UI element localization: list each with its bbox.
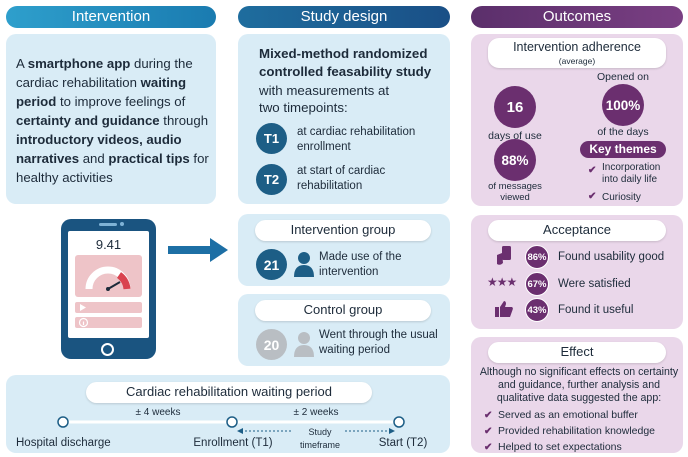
person-icon — [294, 332, 314, 357]
opened-on-sub: of the days — [597, 126, 649, 138]
acceptance-value: 67% — [525, 272, 549, 296]
tip-bar — [75, 317, 142, 328]
phone-speaker — [99, 223, 117, 226]
days-of-use-value: 16 — [494, 86, 536, 128]
acceptance-value: 86% — [525, 245, 549, 269]
intervention-description: A smartphone app during the cardiac reha… — [16, 54, 212, 187]
opened-on-label: Opened on — [597, 71, 649, 83]
effect-description: Although no significant effects on certa… — [479, 366, 679, 404]
timeline-weeks-1: ± 4 weeks — [135, 407, 181, 418]
play-icon — [80, 304, 86, 311]
intervention-group-count: 21 — [256, 249, 287, 280]
check-icon: ✔ — [484, 442, 493, 453]
effect-item: Served as an emotional buffer — [498, 409, 638, 421]
gauge-card — [75, 255, 142, 297]
info-icon — [78, 317, 89, 328]
arrow-right-icon — [168, 238, 228, 262]
smartphone-illustration: 9.41 — [61, 219, 156, 359]
opened-on-value: 100% — [602, 84, 644, 126]
check-icon: ✔ — [588, 191, 597, 202]
acceptance-title: Acceptance — [488, 220, 666, 241]
timeline-point-start: Start (T2) — [378, 437, 428, 449]
control-group-title: Control group — [255, 300, 431, 321]
acceptance-value: 43% — [525, 298, 549, 322]
timeline-title: Cardiac rehabilitation waiting period — [86, 382, 372, 403]
messages-viewed-label: of messages viewed — [488, 181, 542, 203]
thumbs-up-icon — [495, 301, 513, 317]
intervention-text-part: for healthy activities — [16, 151, 209, 185]
intervention-group-title: Intervention group — [255, 220, 431, 241]
control-group-description: Went through the usual waiting period — [319, 329, 438, 356]
check-icon: ✔ — [588, 165, 597, 176]
intervention-text-part: to improve feelings of — [56, 94, 186, 109]
timeline-point-discharge: Hospital discharge — [16, 437, 111, 449]
study-design-subtitle: with measurements at two timepoints: — [259, 83, 390, 115]
phone-camera — [120, 222, 124, 226]
key-themes-pill: Key themes — [580, 141, 666, 158]
acceptance-label: Found usability good — [558, 251, 665, 263]
days-of-use-label: days of use — [488, 130, 542, 142]
intervention-text-part: during the cardiac rehabilitation — [16, 56, 193, 90]
timeline-line — [57, 416, 405, 434]
intervention-text-bold: waiting period — [16, 75, 187, 109]
check-icon: ✔ — [484, 410, 493, 421]
t1-badge: T1 — [256, 123, 287, 154]
intervention-panel — [6, 34, 216, 204]
intervention-group-description: Made use of the intervention — [319, 251, 402, 278]
intervention-text-bold: practical tips — [108, 151, 190, 166]
person-icon — [294, 252, 314, 277]
study-design-header: Study design — [238, 6, 450, 28]
t1-description: at cardiac rehabilitation enrollment — [297, 126, 416, 153]
phone-home-button — [101, 343, 114, 356]
outcomes-header: Outcomes — [471, 6, 683, 28]
check-icon: ✔ — [484, 426, 493, 437]
acceptance-label: Were satisfied — [558, 278, 631, 290]
intervention-text-bold: certainty and guidance — [16, 113, 160, 128]
effect-item: Provided rehabilitation knowledge — [498, 425, 656, 437]
intervention-text-bold: smartphone app — [27, 56, 131, 71]
intervention-text-bold: introductory videos, audio narratives — [16, 132, 182, 166]
adherence-title: Intervention adherence (average) — [488, 38, 666, 68]
timeline-point-enrollment: Enrollment (T1) — [193, 437, 273, 449]
effect-title: Effect — [488, 342, 666, 363]
control-group-count: 20 — [256, 329, 287, 360]
timeline-weeks-2: ± 2 weeks — [293, 407, 339, 418]
adherence-title-text: Intervention adherence — [513, 40, 641, 54]
intervention-text-part: and — [79, 151, 109, 166]
theme-2: Curiosity — [602, 192, 641, 203]
acceptance-label: Found it useful — [558, 304, 634, 316]
messages-viewed-value: 88% — [494, 139, 536, 181]
intervention-text-part: A — [16, 56, 28, 71]
phone-screen: 9.41 — [68, 231, 149, 338]
t2-description: at start of cardiac rehabilitation — [297, 165, 386, 192]
theme-1: Incorporation into daily life — [602, 162, 661, 185]
hand-phone-icon — [497, 246, 511, 265]
audio-bar — [75, 302, 142, 313]
adherence-subtitle: (average) — [558, 56, 596, 66]
gauge-icon — [85, 266, 131, 291]
effect-item: Helped to set expectations — [498, 441, 622, 453]
timeline-timeframe: Study timeframe — [299, 427, 340, 450]
phone-time: 9.41 — [95, 237, 122, 252]
intervention-text-part: through — [159, 113, 209, 128]
t2-badge: T2 — [256, 164, 287, 195]
intervention-header: Intervention — [6, 6, 216, 28]
study-design-title: Mixed-method randomized controlled feasa… — [259, 46, 432, 79]
stars-icon: ★★★ — [487, 275, 517, 289]
